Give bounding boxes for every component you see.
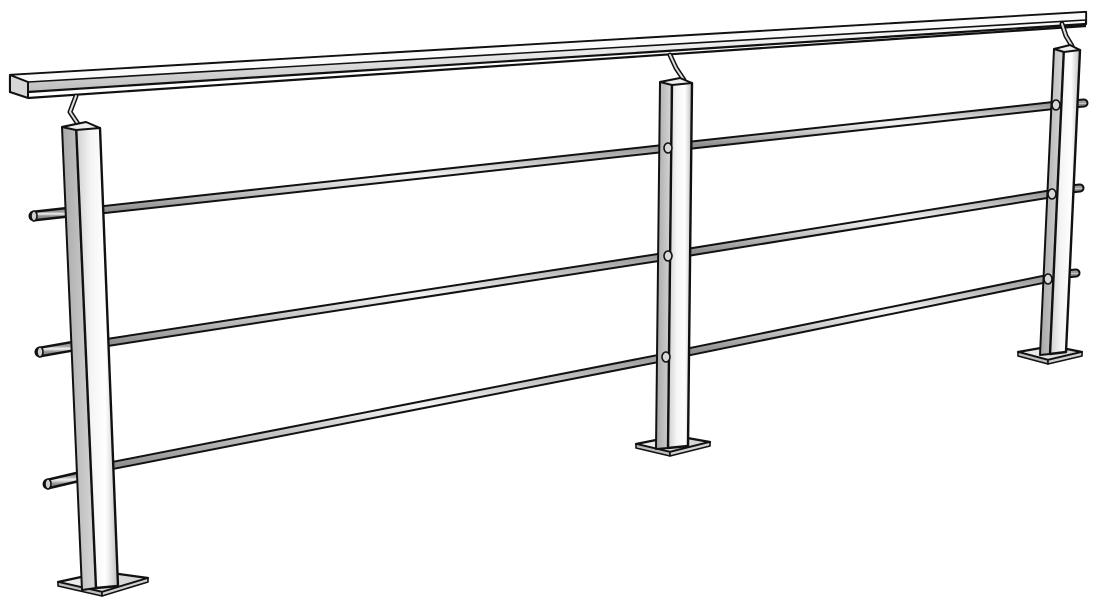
post-left <box>56 121 150 597</box>
top-handrail <box>8 10 1088 100</box>
crossbars-left-span <box>95 143 673 471</box>
post-middle <box>634 77 712 457</box>
rail-support-brackets <box>67 21 1075 127</box>
crossbars-right-span <box>683 100 1063 357</box>
bar-pass-through-caps <box>661 99 1061 363</box>
post-right <box>1016 44 1084 365</box>
